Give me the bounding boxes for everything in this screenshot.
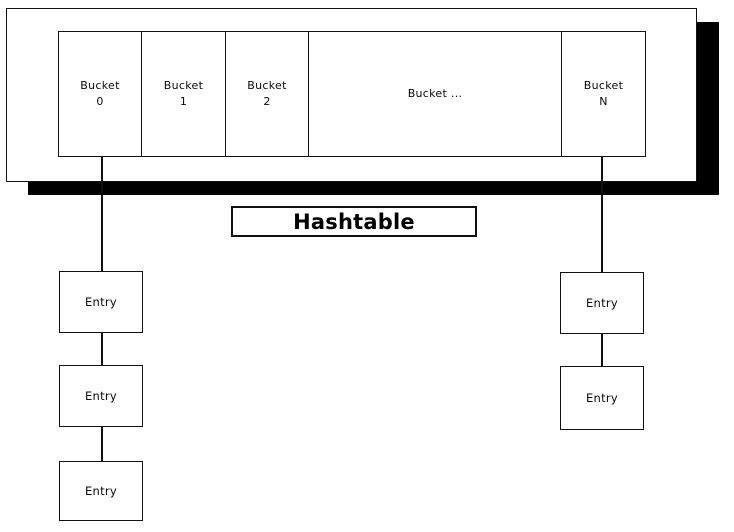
bucket-label-0: Bucket [80, 79, 120, 93]
bucket-index-2: 2 [263, 95, 271, 108]
bucket-cell-n[interactable]: Bucket N [562, 32, 645, 156]
entry-box-left-1[interactable]: Entry [59, 365, 143, 427]
hashtable-frame-shadow-right [697, 22, 719, 195]
connector-right-entry0-to-entry1 [601, 334, 603, 366]
hashtable-frame-shadow-bottom [28, 182, 719, 195]
bucket-cell-ellipsis[interactable]: Bucket ... [309, 32, 562, 156]
bucket-cell-1[interactable]: Bucket 1 [142, 32, 226, 156]
connector-left-entry0-to-entry1 [101, 333, 103, 365]
entry-box-left-0[interactable]: Entry [59, 271, 143, 333]
entry-box-left-2[interactable]: Entry [59, 461, 143, 521]
bucket-cell-0[interactable]: Bucket 0 [59, 32, 142, 156]
connector-bucketn-to-entry0 [601, 157, 603, 272]
bucket-index-1: 1 [179, 95, 188, 108]
entry-box-right-1[interactable]: Entry [560, 366, 644, 430]
bucket-label-1: Bucket [163, 79, 204, 93]
entry-box-right-0[interactable]: Entry [560, 272, 644, 334]
bucket-label-ellipsis: Bucket ... [407, 87, 463, 101]
bucket-cell-2[interactable]: Bucket 2 [226, 32, 309, 156]
connector-left-entry1-to-entry2 [101, 427, 103, 461]
bucket-index-n: N [599, 95, 608, 108]
bucket-label-n: Bucket [583, 79, 624, 93]
bucket-array: Bucket 0 Bucket 1 Bucket 2 Bucket ... Bu… [58, 31, 646, 157]
connector-bucket0-to-entry0 [101, 157, 103, 271]
bucket-index-0: 0 [96, 95, 104, 108]
bucket-label-2: Bucket [247, 79, 287, 93]
hashtable-caption: Hashtable [231, 206, 477, 237]
